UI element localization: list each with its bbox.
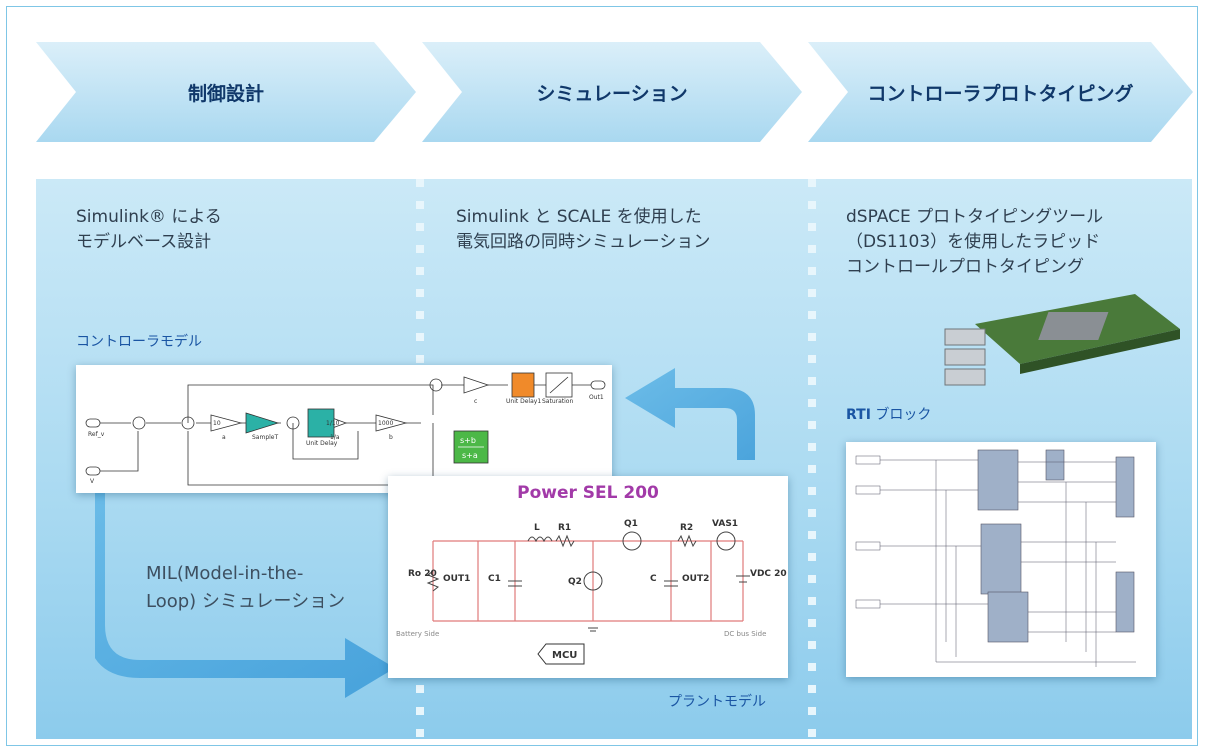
part-L: L <box>534 523 540 533</box>
feedback-arrow <box>625 368 755 460</box>
part-C1: C1 <box>488 574 501 584</box>
tf-denominator: s+a <box>462 451 478 460</box>
gain-a-label: a <box>222 434 226 441</box>
part-VDC: VDC 20 <box>750 569 787 579</box>
part-C: C <box>650 574 657 584</box>
part-R2: R2 <box>680 523 693 533</box>
unit-delay-label: Unit Delay <box>306 440 338 447</box>
plant-model-label: プラントモデル <box>668 694 766 710</box>
chevron-arrow <box>36 42 416 142</box>
part-Q1: Q1 <box>624 519 638 529</box>
mcu-label: MCU <box>552 650 577 661</box>
stage-control-design: 制御設計 <box>36 42 416 142</box>
plant-title: Power SEL 200 <box>517 483 659 503</box>
stage-simulation: シミュレーション <box>422 42 802 142</box>
controller-model-card: Ref_v V 10 a SampleT Unit Delay 1/10 1/a… <box>76 365 612 493</box>
saturation-label: Saturation <box>542 398 573 405</box>
outport-label: Out1 <box>589 394 604 401</box>
gain-rs-label: 1/a <box>330 434 340 441</box>
inport1-label: Ref_v <box>88 431 105 438</box>
part-Ro: Ro 20 <box>408 569 437 579</box>
design-heading: Simulink® による モデルベース設計 <box>76 207 222 252</box>
plant-model-card: Power SEL 200 L R1 Q1 R2 VAS1 Ro 20 OUT1… <box>388 476 788 678</box>
inport2-label: V <box>90 478 95 485</box>
gain-b: 1000 <box>378 420 393 427</box>
rti-diagram <box>855 449 1136 667</box>
chevron-arrow <box>808 42 1193 142</box>
dc-bus-side-label: DC bus Side <box>724 630 766 638</box>
mil-arrow <box>95 490 395 698</box>
mil-label: MIL(Model-in-the- Loop) シミュレーション <box>146 563 346 612</box>
stage-label: コントローラプロトタイピング <box>867 82 1134 105</box>
controller-model-label: コントローラモデル <box>76 334 202 350</box>
battery-side-label: Battery Side <box>396 630 439 638</box>
prototyping-heading: dSPACE プロトタイピングツール （DS1103）を使用したラピッド コント… <box>846 207 1104 277</box>
chevron-arrow <box>422 42 802 142</box>
controller-diagram: Ref_v V 10 a SampleT Unit Delay 1/10 1/a… <box>85 372 606 486</box>
plant-diagram: Power SEL 200 L R1 Q1 R2 VAS1 Ro 20 OUT1… <box>396 483 787 665</box>
gain-a: 10 <box>213 420 221 427</box>
stage-label: シミュレーション <box>536 82 688 105</box>
column-divider <box>808 179 816 739</box>
part-R1: R1 <box>558 523 571 533</box>
part-OUT2: OUT2 <box>682 574 709 584</box>
part-VAS1: VAS1 <box>712 519 738 529</box>
rti-block-label: RTI ブロック <box>846 407 932 423</box>
part-OUT1: OUT1 <box>443 574 470 584</box>
sample-label: SampleT <box>252 434 278 441</box>
tf-numerator: s+b <box>460 436 476 445</box>
gain-c-label: c <box>474 398 477 405</box>
stage-label: 制御設計 <box>187 82 264 105</box>
gain-b-label: b <box>389 434 393 441</box>
stage-prototyping: コントローラプロトタイピング <box>808 42 1193 142</box>
gain-rs: 1/10 <box>326 420 340 427</box>
flow-arrows <box>95 368 755 698</box>
part-Q2: Q2 <box>568 577 582 587</box>
simulation-heading: Simulink と SCALE を使用した 電気回路の同時シミュレーション <box>456 207 711 252</box>
ds1103-board-image <box>944 294 1180 386</box>
unit-delay2-label: Unit Delay1 <box>506 398 541 405</box>
rti-block-card <box>846 442 1156 677</box>
